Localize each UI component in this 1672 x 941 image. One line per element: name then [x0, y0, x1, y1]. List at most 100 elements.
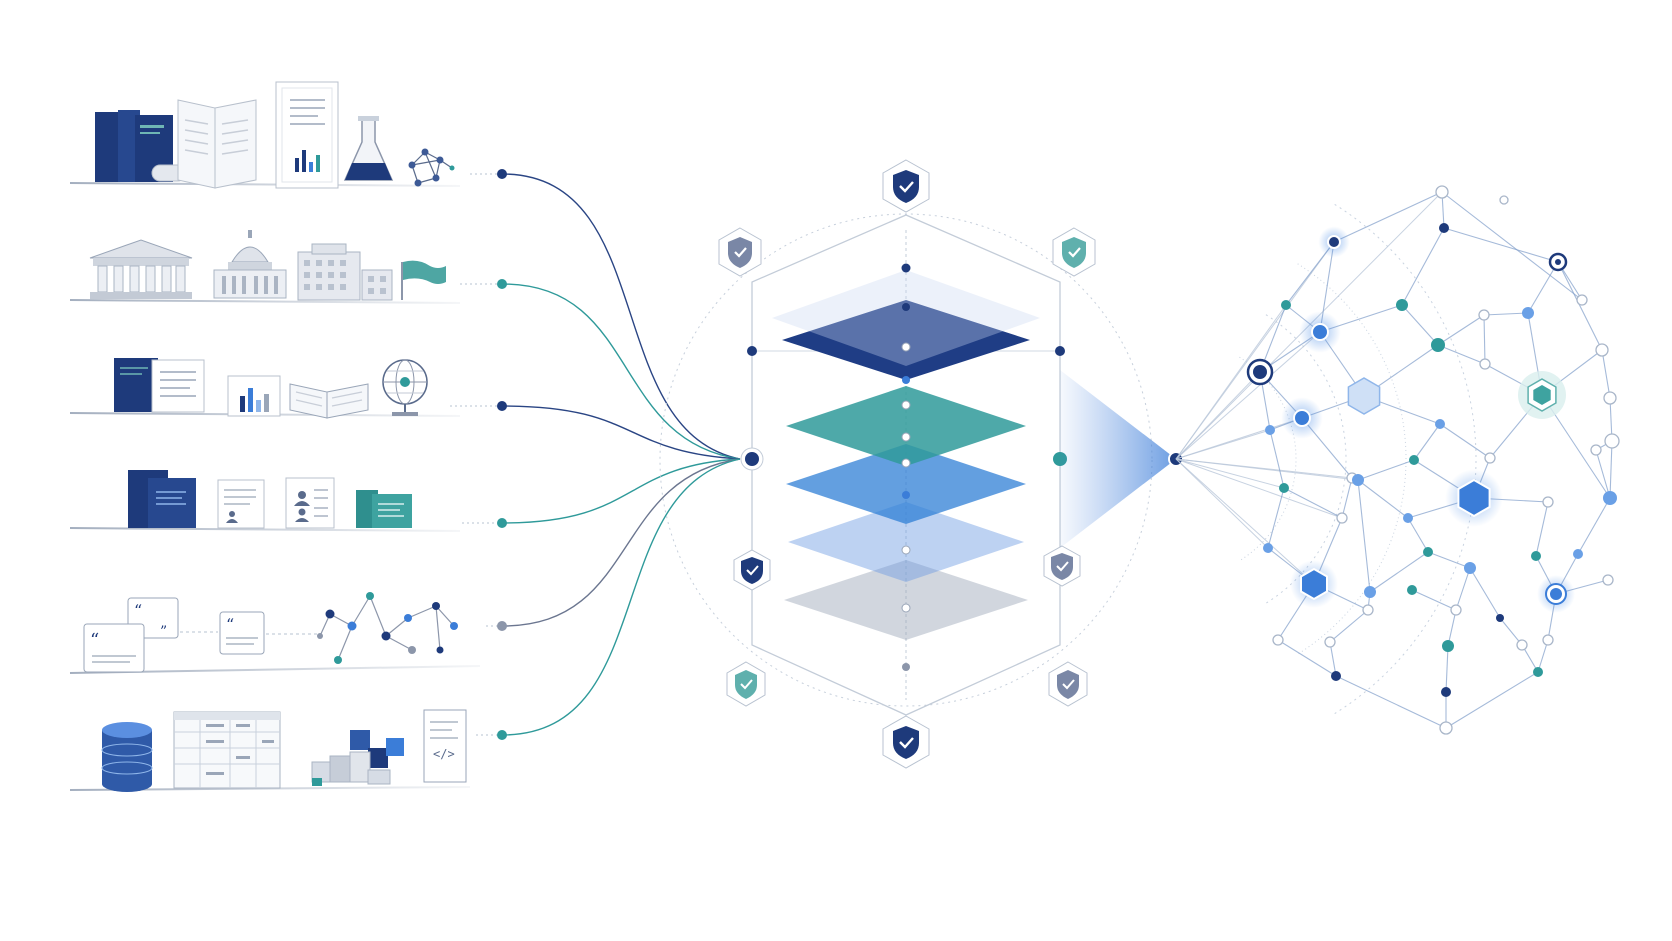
network-edge — [1499, 617, 1523, 646]
connector-structured-data — [501, 458, 741, 736]
network-node — [1441, 687, 1451, 697]
network-node — [1403, 513, 1413, 523]
data-cubes-icon — [311, 730, 404, 786]
core-input-node — [745, 452, 759, 466]
connector-academic — [501, 173, 741, 460]
shield-check-icon — [718, 227, 762, 277]
network-edge — [1469, 567, 1501, 619]
network-node — [1281, 300, 1291, 310]
connector-node — [497, 730, 507, 740]
network-ray — [1175, 458, 1269, 549]
encyclopedia-icon — [114, 358, 205, 413]
network-edge — [1439, 423, 1491, 459]
shield-badges — [718, 159, 1096, 769]
svg-text:”: ” — [160, 624, 167, 640]
network-ray — [1175, 458, 1285, 489]
teal-book-icon — [356, 490, 412, 528]
network-node — [1324, 636, 1336, 648]
beam-cone — [1060, 370, 1176, 548]
network-hexagon — [1300, 567, 1328, 601]
courthouse-icon — [89, 239, 193, 299]
network-node — [1336, 512, 1348, 524]
network-node — [1595, 343, 1609, 357]
network-edge — [1357, 479, 1371, 593]
database-icon — [101, 722, 153, 792]
network-edge — [1357, 479, 1409, 519]
network-node — [1542, 496, 1554, 508]
globe-icon — [382, 359, 428, 416]
network-node — [1479, 358, 1491, 370]
network-node — [1484, 452, 1496, 464]
network-edge — [1267, 487, 1285, 549]
verification-core — [659, 159, 1153, 769]
network-arc — [1239, 356, 1297, 562]
quote-card-icon: “ ” “ — [83, 597, 179, 673]
shield-check-icon — [882, 159, 930, 213]
network-node — [1352, 474, 1364, 486]
shelf-professional — [69, 470, 461, 532]
network-node — [1364, 586, 1376, 598]
open-book-icon — [289, 383, 369, 419]
network-node — [1435, 185, 1449, 199]
network-edge — [1283, 487, 1343, 519]
connector-community — [501, 458, 741, 627]
network-node — [1431, 338, 1445, 352]
network-node — [1602, 574, 1614, 586]
book-stack-icon — [95, 110, 187, 182]
network-edge — [1609, 440, 1613, 499]
svg-text:“: “ — [226, 615, 234, 634]
network-edge — [1369, 551, 1429, 593]
core-layers — [772, 270, 1040, 640]
network-node — [1263, 543, 1273, 553]
shelf-line — [69, 527, 461, 532]
network-node — [1531, 551, 1541, 561]
shield-check-icon — [1052, 227, 1096, 277]
network-node — [1439, 721, 1453, 735]
network-node — [1272, 634, 1284, 646]
svg-text:“: “ — [134, 601, 142, 620]
flask-icon — [343, 116, 394, 181]
network-node — [1542, 634, 1554, 646]
network-arc — [1265, 314, 1347, 604]
flag-icon — [401, 260, 446, 300]
network-node — [1331, 671, 1341, 681]
network-edge — [1577, 497, 1611, 555]
network-ray — [1175, 331, 1321, 460]
network-edge — [1527, 261, 1559, 314]
core-nodes — [740, 263, 1067, 671]
connector-government — [501, 283, 741, 460]
network-edge — [1447, 609, 1457, 647]
connector-node — [497, 279, 507, 289]
binder-icon — [128, 470, 196, 528]
network-edge — [1445, 645, 1449, 693]
network-hexagon — [1347, 377, 1381, 415]
shelf-reference — [69, 358, 461, 419]
layer-light-blue — [788, 502, 1024, 582]
connector-node — [497, 621, 507, 631]
network-edge — [1413, 423, 1441, 461]
network-node-core — [1550, 588, 1562, 600]
shield-check-icon — [1048, 661, 1088, 707]
capitol-dome-icon — [213, 230, 287, 299]
shield-check-icon — [726, 661, 766, 707]
source-shelves: “ ” “ “ — [69, 81, 481, 792]
connector-node — [497, 401, 507, 411]
spreadsheet-icon — [173, 711, 281, 789]
network-hexagon-core — [1533, 385, 1551, 405]
network-hexagon — [1457, 478, 1491, 518]
network-node — [1407, 585, 1417, 595]
shelf-academic — [69, 81, 461, 189]
network-node — [1603, 391, 1617, 405]
network-node — [1516, 639, 1528, 651]
network-edge — [1335, 675, 1447, 729]
shield-check-icon — [882, 715, 930, 769]
shelf-community: “ ” “ “ — [69, 592, 481, 674]
core-frame — [751, 214, 1061, 716]
office-building-icon — [297, 243, 393, 301]
network-edge — [1427, 551, 1471, 569]
connector-professional — [501, 458, 741, 524]
network-edge — [1595, 449, 1611, 499]
network-node — [1604, 433, 1620, 449]
network-node — [1573, 549, 1583, 559]
